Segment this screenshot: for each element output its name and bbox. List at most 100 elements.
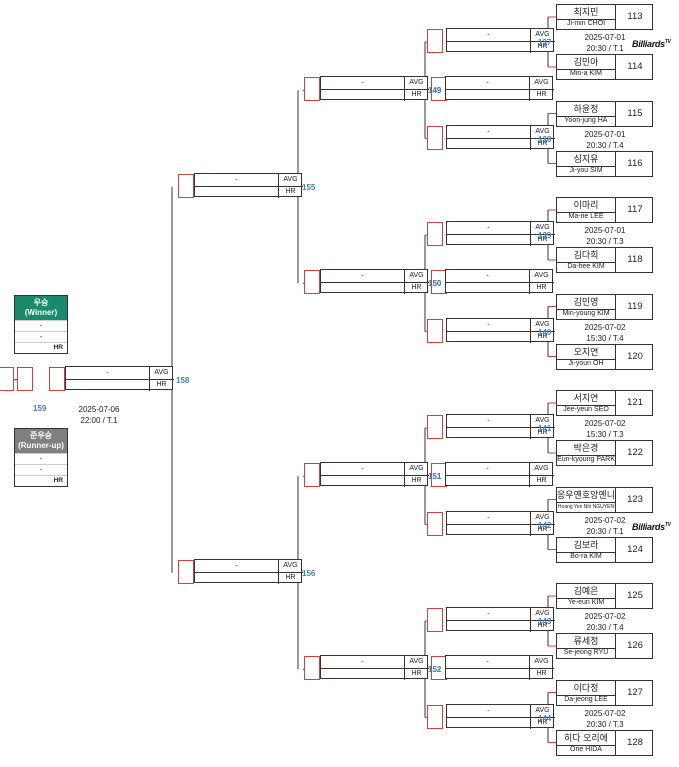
score-dash: - bbox=[447, 29, 531, 42]
score-dash: - bbox=[195, 559, 279, 573]
score-hr-label: HR bbox=[537, 236, 548, 243]
score-avg-label: AVG bbox=[530, 29, 555, 42]
billiards-tv-logo: BilliardsTV bbox=[632, 39, 671, 49]
score-dash: - bbox=[447, 125, 531, 139]
score-avg-label: AVG bbox=[529, 656, 554, 670]
score-blank bbox=[447, 137, 531, 150]
score-blank bbox=[195, 185, 279, 198]
score-hr-label: HR bbox=[536, 477, 547, 485]
player-name: 류세정 bbox=[557, 634, 615, 649]
match-time: 15:30 / T.3 bbox=[586, 430, 624, 439]
score-hr-label: HR bbox=[536, 670, 547, 678]
score-blank bbox=[446, 475, 530, 488]
match-number: 141 bbox=[538, 424, 552, 433]
match-slot-box bbox=[304, 656, 320, 681]
score-blank bbox=[446, 668, 530, 681]
score-blank bbox=[321, 475, 405, 488]
score-blank bbox=[447, 41, 531, 53]
player-seed: 123 bbox=[615, 487, 654, 512]
match-number: 156 bbox=[302, 568, 316, 578]
player-english-name: Da-hee KIM bbox=[567, 263, 605, 270]
score-hr-label: HR bbox=[411, 91, 422, 99]
match-date: 2025-07-01 bbox=[584, 226, 626, 235]
score-avg-label: AVG bbox=[278, 560, 303, 573]
match-number: 139 bbox=[538, 231, 552, 240]
player-english-name: Min-young KIM bbox=[562, 309, 610, 317]
winner-subtitle: (Winner) bbox=[24, 308, 58, 317]
match-number: 151 bbox=[428, 472, 442, 482]
score-avg-label: AVG bbox=[530, 608, 555, 621]
player-name: 김예은 bbox=[557, 584, 615, 599]
player-name: 응우옌호앙옌니 bbox=[557, 488, 615, 503]
score-dash: - bbox=[446, 463, 530, 477]
billiards-tv-logo: BilliardsTV bbox=[632, 522, 671, 532]
score-hr-label: HR bbox=[411, 670, 422, 678]
score-hr-label: HR bbox=[285, 573, 296, 581]
player-english-name: Orie HIDA bbox=[570, 745, 602, 753]
score-hr-label: HR bbox=[537, 332, 548, 340]
runnerup-hr: HR bbox=[15, 475, 67, 486]
score-blank bbox=[447, 620, 531, 632]
player-name: 히다 오리에 bbox=[557, 731, 615, 746]
match-slot-box bbox=[304, 463, 320, 488]
runnerup-row-1: - bbox=[15, 453, 67, 464]
score-blank bbox=[447, 330, 531, 343]
score-hr-label: HR bbox=[285, 187, 296, 195]
match-slot-box bbox=[17, 366, 33, 391]
score-dash: - bbox=[321, 463, 405, 477]
match-time: 20:30 / T.3 bbox=[586, 719, 624, 729]
match-date: 2025-07-01 bbox=[584, 33, 626, 42]
player-name: 김민영 bbox=[557, 295, 615, 310]
match-slot-box bbox=[427, 511, 443, 536]
score-dash: - bbox=[321, 656, 405, 670]
player-english-name: Ji-min CHOI bbox=[566, 20, 606, 27]
player-english-name: Yoon-jung HA bbox=[564, 116, 608, 124]
score-dash: - bbox=[447, 608, 531, 621]
score-blank bbox=[195, 571, 279, 584]
score-avg-label: AVG bbox=[404, 270, 429, 284]
score-avg-label: AVG bbox=[529, 77, 554, 91]
score-blank bbox=[447, 234, 531, 246]
match-slot-box bbox=[427, 29, 443, 53]
match-time: 15:30 / T.4 bbox=[586, 333, 624, 343]
match-number: 140 bbox=[538, 327, 552, 337]
player-english-name: Bo-ra KIM bbox=[570, 552, 602, 560]
match-time: 20:30 / T.4 bbox=[586, 623, 624, 632]
score-avg-label: AVG bbox=[404, 77, 429, 91]
final-time: 22:00 / T.1 bbox=[80, 415, 118, 425]
runnerup-header: 준우승 (Runner-up) bbox=[15, 429, 67, 453]
player-english-name: Hoang Yen Nhi NGUYEN bbox=[557, 503, 615, 510]
player-name: 최지민 bbox=[557, 5, 615, 20]
score-dash: - bbox=[447, 222, 531, 235]
player-name: 심지유 bbox=[557, 152, 615, 167]
winner-row-1: - bbox=[15, 320, 67, 331]
match-number: 138 bbox=[538, 134, 552, 144]
match-number: 158 bbox=[176, 375, 190, 385]
match-slot-box bbox=[427, 125, 443, 150]
player-seed: 126 bbox=[615, 634, 654, 658]
score-dash: - bbox=[66, 366, 150, 380]
score-avg-label: AVG bbox=[530, 126, 555, 139]
match-time: 20:30 / T.4 bbox=[586, 140, 624, 150]
player-seed: 124 bbox=[615, 537, 654, 562]
score-dash: - bbox=[447, 318, 531, 332]
match-slot-box bbox=[427, 318, 443, 343]
match-number: 152 bbox=[428, 665, 442, 675]
score-blank bbox=[447, 427, 531, 439]
